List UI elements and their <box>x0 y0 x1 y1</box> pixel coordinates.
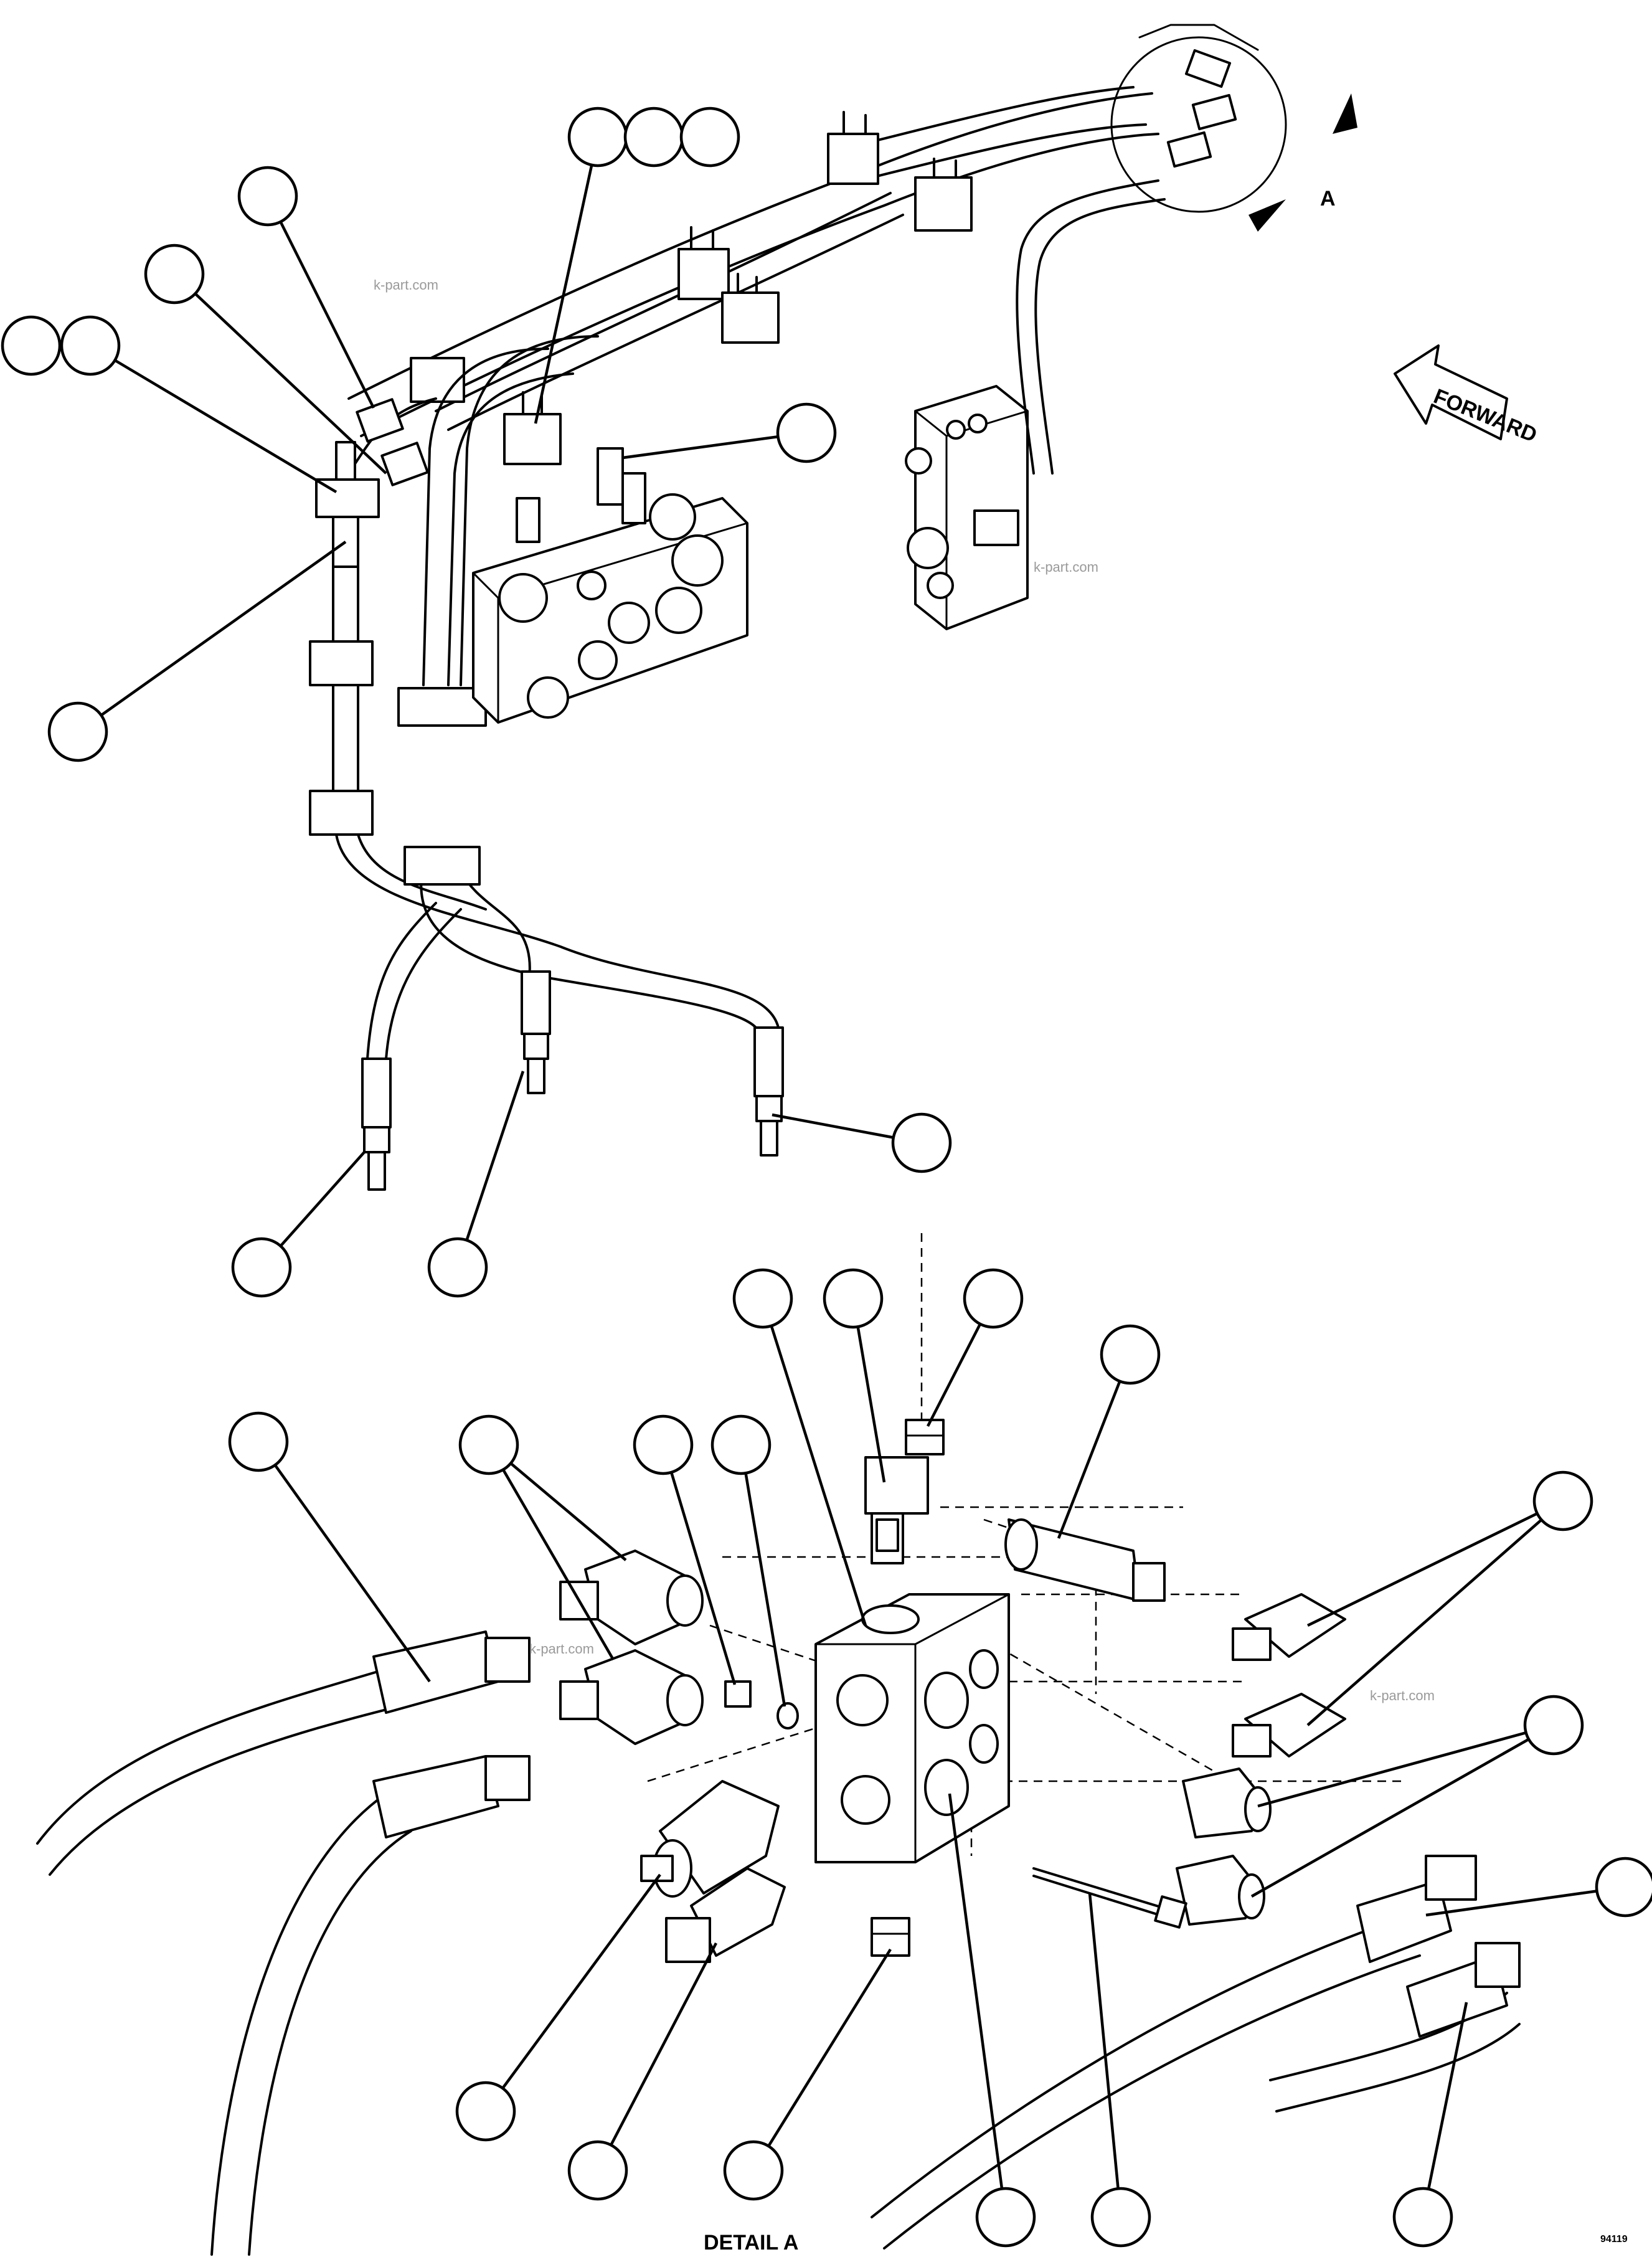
detail-a-assembly: k-part.com k-part.com <box>36 1233 1652 2256</box>
hose-clamp <box>721 273 780 344</box>
right-valve-block <box>905 385 1029 630</box>
callout-upper-2 <box>144 244 387 475</box>
watermark: k-part.com <box>529 1641 594 1657</box>
callout-upper-1 <box>237 166 375 409</box>
detail-a-circle: A <box>1110 24 1357 232</box>
hose-end-fitting <box>521 970 551 1094</box>
callout-upper-9 <box>622 402 837 463</box>
manifold-block <box>814 1593 1010 1863</box>
hose-fitting <box>356 398 404 443</box>
callout-detail-2 <box>458 1414 627 1661</box>
bottom-cap-plug <box>871 1917 910 1957</box>
solenoid-cartridge <box>640 1780 780 1898</box>
callout-detail-14 <box>948 1793 1036 2248</box>
straight-fitting <box>1176 1855 1265 1926</box>
main-valve-block <box>472 447 748 724</box>
callout-detail-8 <box>1057 1324 1161 1539</box>
callout-upper-5 <box>47 541 347 762</box>
straight-fitting <box>1182 1767 1272 1838</box>
callout-detail-16 <box>567 1942 717 2201</box>
o-ring <box>776 1702 799 1729</box>
left-vertical-pipe <box>309 441 380 836</box>
pressure-switch <box>1004 1518 1166 1602</box>
small-plug <box>724 1680 752 1708</box>
callout-detail-4 <box>710 1414 786 1707</box>
forward-arrow: FORWARD <box>1394 344 1541 447</box>
bolt <box>1032 1867 1187 1929</box>
hose-end-fitting <box>753 1026 784 1157</box>
callout-upper-3 <box>1 315 62 376</box>
top-elbow-fitting <box>864 1456 929 1564</box>
right-hoses <box>871 1855 1521 2250</box>
callout-detail-12 <box>1392 2002 1468 2248</box>
callout-detail-17 <box>455 1873 661 2142</box>
callout-detail-9 <box>1306 1470 1593 1726</box>
callout-detail-7 <box>926 1268 1024 1427</box>
top-cap-plug <box>905 1419 945 1455</box>
watermark: k-part.com <box>1370 1688 1435 1703</box>
callout-upper-6 <box>534 106 628 424</box>
hose-clamp <box>410 357 465 403</box>
hose-clamp <box>503 391 562 465</box>
rotation-arrow-icon <box>1248 199 1286 232</box>
detail-title: DETAIL A <box>704 2231 798 2255</box>
callout-upper-11 <box>231 1151 366 1298</box>
callout-detail-15 <box>723 1948 892 2201</box>
angle-fitting <box>1232 1693 1346 1758</box>
watermark: k-part.com <box>374 277 438 293</box>
pressure-sensor <box>665 1867 786 1963</box>
callout-detail-13 <box>1088 1893 1151 2248</box>
watermark: k-part.com <box>1034 559 1098 575</box>
callout-upper-12 <box>427 1071 525 1298</box>
hose-fitting <box>380 442 429 486</box>
upper-assembly: A FORWARD k-part.com k-part.com <box>1 24 1541 1298</box>
callout-upper-10 <box>772 1112 952 1173</box>
rotation-arrow-icon <box>1333 93 1357 134</box>
elbow-fitting <box>559 1649 704 1745</box>
callout-upper-8 <box>679 106 740 168</box>
callout-detail-3 <box>633 1414 737 1685</box>
angle-fitting <box>1232 1593 1346 1661</box>
callout-detail-1 <box>228 1411 431 1683</box>
callout-detail-11 <box>1425 1857 1652 1918</box>
detail-marker-label: A <box>1320 187 1336 211</box>
callout-detail-6 <box>823 1268 886 1483</box>
callout-detail-10 <box>1250 1695 1584 1898</box>
drawing-number: 94119 <box>1600 2234 1628 2245</box>
hose-clamp <box>827 111 879 185</box>
hose-end-fitting <box>361 1058 392 1191</box>
callout-detail-5 <box>732 1268 867 1626</box>
callout-upper-7 <box>623 106 684 168</box>
hose-clamp <box>404 846 481 886</box>
elbow-fitting <box>559 1550 704 1645</box>
left-hoses <box>36 1630 531 2256</box>
hose-clamp <box>677 226 730 300</box>
callout-upper-4 <box>60 315 337 493</box>
hose-clamp <box>914 158 973 232</box>
